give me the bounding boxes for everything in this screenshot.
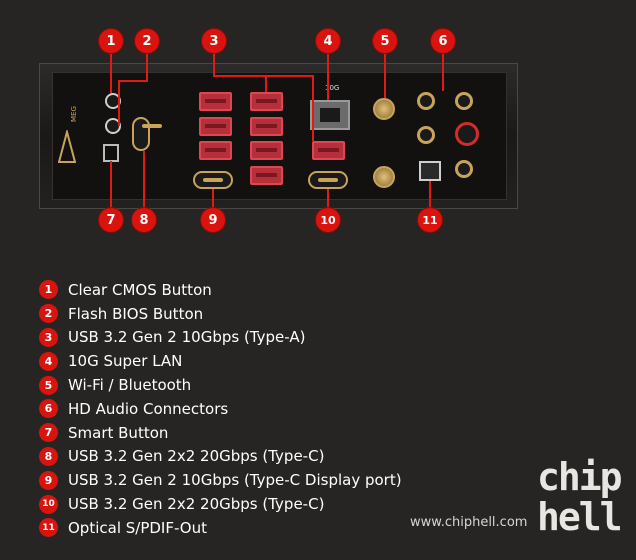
legend-text: Flash BIOS Button xyxy=(68,304,204,323)
callout-3: 3 xyxy=(202,29,226,53)
legend-text: Clear CMOS Button xyxy=(68,280,212,299)
spdif-port[interactable] xyxy=(419,161,441,181)
callout-line xyxy=(213,51,215,76)
legend-number: 5 xyxy=(39,375,58,395)
legend-number: 2 xyxy=(39,304,58,324)
usb-c-port-20g-b[interactable] xyxy=(308,171,348,189)
legend-number: 1 xyxy=(39,280,58,300)
callout-line xyxy=(213,75,313,77)
callout-line xyxy=(327,189,329,209)
usb-a-port[interactable] xyxy=(312,141,345,160)
callout-line xyxy=(212,189,214,209)
usb-a-port[interactable] xyxy=(250,166,283,185)
legend-text: Optical S/PDIF-Out xyxy=(68,518,207,537)
watermark: www.chiphell.com xyxy=(410,515,528,530)
callout-8: 8 xyxy=(132,208,156,232)
callout-9: 9 xyxy=(201,208,225,232)
legend-item: 11 Optical S/PDIF-Out xyxy=(39,516,402,540)
legend-text: HD Audio Connectors xyxy=(68,399,229,418)
callout-line xyxy=(327,51,329,100)
audio-jack[interactable] xyxy=(417,92,435,110)
lan-label: 10G xyxy=(325,84,340,92)
legend-number: 10 xyxy=(39,494,58,514)
legend-number: 9 xyxy=(39,470,58,490)
lan-port[interactable] xyxy=(310,100,350,130)
usb-c-port-display[interactable] xyxy=(193,171,233,189)
legend-text: Smart Button xyxy=(68,423,169,442)
legend-number: 8 xyxy=(39,446,58,466)
callout-line xyxy=(143,151,145,209)
brand-mark: MEG xyxy=(69,106,78,122)
legend-item: 10 USB 3.2 Gen 2x2 20Gbps (Type-C) xyxy=(39,492,402,516)
legend-text: 10G Super LAN xyxy=(68,352,183,371)
audio-jack-coax[interactable] xyxy=(455,122,479,146)
audio-jack[interactable] xyxy=(455,92,473,110)
logo-line: hell xyxy=(537,495,623,539)
usb-a-port[interactable] xyxy=(250,92,283,111)
callout-1: 1 xyxy=(99,29,123,53)
callout-5: 5 xyxy=(373,29,397,53)
legend-item: 1 Clear CMOS Button xyxy=(39,278,402,302)
callout-6: 6 xyxy=(431,29,455,53)
callout-11: 11 xyxy=(418,208,442,232)
legend-number: 3 xyxy=(39,327,58,347)
callout-line xyxy=(118,80,120,126)
legend-number: 11 xyxy=(39,518,58,538)
callout-2: 2 xyxy=(135,29,159,53)
callout-10: 10 xyxy=(316,208,340,232)
callout-line xyxy=(312,75,314,141)
legend-number: 7 xyxy=(39,423,58,443)
usb-a-port[interactable] xyxy=(250,117,283,136)
callout-line xyxy=(118,80,148,82)
callout-line xyxy=(442,51,444,91)
usb-a-port[interactable] xyxy=(199,141,232,160)
flash-bios-button[interactable] xyxy=(105,118,121,134)
callout-7: 7 xyxy=(99,208,123,232)
wifi-antenna-connector[interactable] xyxy=(373,166,395,188)
callout-line xyxy=(384,51,386,98)
legend-text: Wi-Fi / Bluetooth xyxy=(68,376,192,395)
chiphell-logo: chip hell xyxy=(537,455,623,545)
audio-jack[interactable] xyxy=(455,160,473,178)
legend-text: USB 3.2 Gen 2x2 20Gbps (Type-C) xyxy=(68,447,325,466)
callout-line xyxy=(110,51,112,93)
usb-a-port[interactable] xyxy=(199,117,232,136)
meg-logo-icon xyxy=(58,130,76,163)
callout-line xyxy=(110,161,112,209)
legend-item: 8 USB 3.2 Gen 2x2 20Gbps (Type-C) xyxy=(39,445,402,469)
legend-text: USB 3.2 Gen 2x2 20Gbps (Type-C) xyxy=(68,495,325,514)
audio-jack[interactable] xyxy=(417,126,435,144)
logo-line: chip xyxy=(537,455,623,499)
callout-line xyxy=(429,181,431,209)
legend-item: 6 HD Audio Connectors xyxy=(39,397,402,421)
legend-item: 9 USB 3.2 Gen 2 10Gbps (Type-C Display po… xyxy=(39,468,402,492)
usb-c-port-20g-a[interactable] xyxy=(132,117,162,151)
callout-line xyxy=(146,51,148,81)
legend-item: 5 Wi-Fi / Bluetooth xyxy=(39,373,402,397)
wifi-antenna-connector[interactable] xyxy=(373,98,395,120)
legend-number: 4 xyxy=(39,351,58,371)
usb-a-port[interactable] xyxy=(199,92,232,111)
legend-text: USB 3.2 Gen 2 10Gbps (Type-A) xyxy=(68,328,306,347)
smart-button[interactable] xyxy=(103,144,119,162)
legend-item: 4 10G Super LAN xyxy=(39,349,402,373)
legend-number: 6 xyxy=(39,399,58,419)
usb-a-port[interactable] xyxy=(250,141,283,160)
legend-item: 2 Flash BIOS Button xyxy=(39,302,402,326)
callout-4: 4 xyxy=(316,29,340,53)
legend-text: USB 3.2 Gen 2 10Gbps (Type-C Display por… xyxy=(68,471,402,490)
legend-item: 3 USB 3.2 Gen 2 10Gbps (Type-A) xyxy=(39,326,402,350)
clear-cmos-button[interactable] xyxy=(105,93,121,109)
callout-line xyxy=(265,75,267,92)
legend-item: 7 Smart Button xyxy=(39,421,402,445)
